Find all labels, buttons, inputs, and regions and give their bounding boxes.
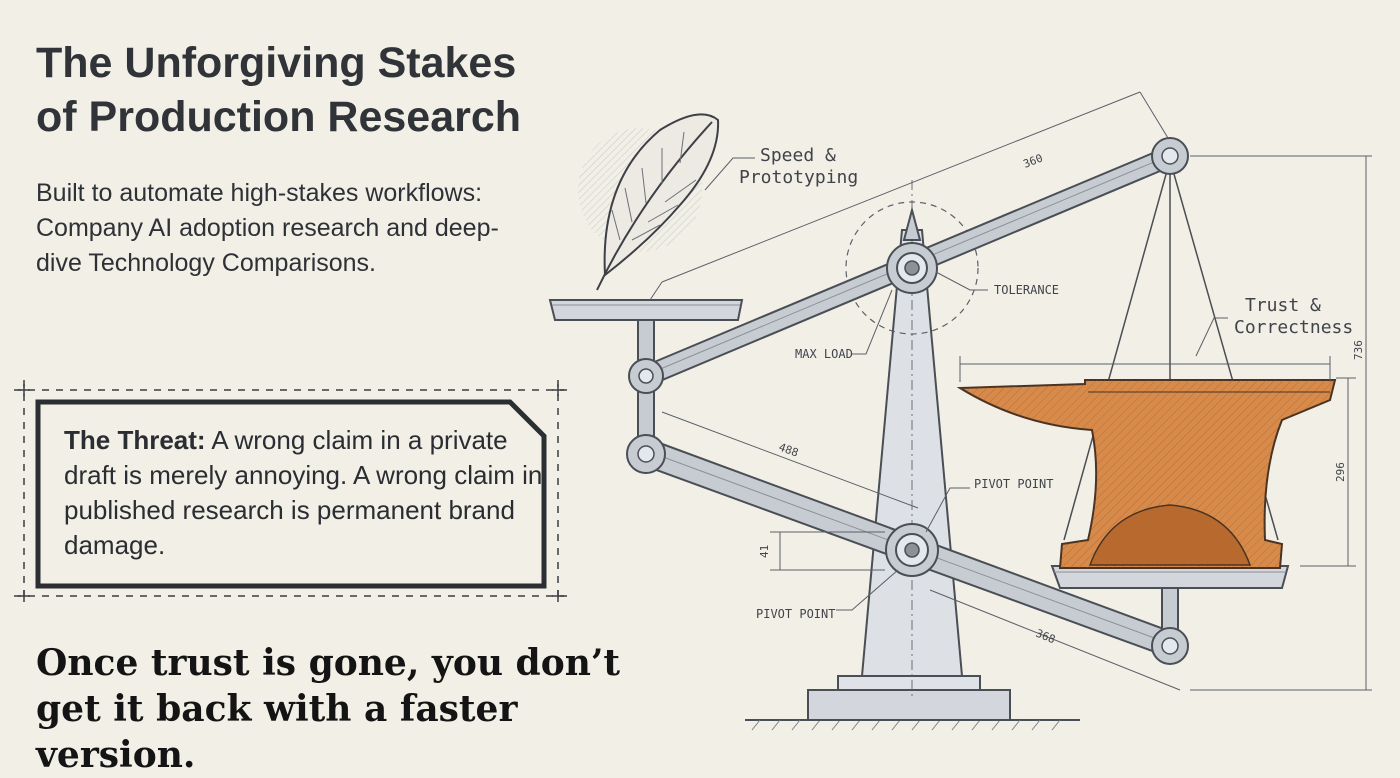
title-line-1: The Unforgiving Stakes [36, 39, 517, 87]
threat-callout-frame [14, 380, 570, 602]
page-title: The Unforgiving Stakes of Production Res… [36, 36, 576, 144]
tolerance-arc [845, 201, 979, 335]
title-line-2: of Production Research [36, 93, 522, 141]
threat-text: A wrong claim in a private draft is mere… [64, 425, 543, 560]
threat-statement: The Threat: A wrong claim in a private d… [64, 423, 544, 563]
dim-top-beam: 360 [1021, 152, 1044, 171]
max-load-label: MAX LOAD [795, 347, 853, 361]
tolerance-label: TOLERANCE [994, 283, 1059, 297]
ground-line [745, 719, 1080, 731]
threat-label: The Threat: [64, 425, 206, 455]
dim-anvil-height: 296 [1334, 462, 1347, 482]
scale-base [807, 675, 1011, 721]
dimension-lines [649, 91, 1372, 691]
anvil-label-line-2: Correctness [1234, 317, 1353, 338]
pillar-tip [902, 206, 922, 241]
dim-bottom-beam: 368 [1034, 627, 1057, 646]
dim-lower-arm: 488 [777, 441, 800, 460]
feather-label-line-2: Prototyping [739, 167, 858, 188]
subtitle: Built to automate high-stakes workflows:… [36, 179, 499, 277]
closing-line-1: Once trust is gone, you don’t [36, 642, 621, 684]
balance-scale-diagram: Speed & Prototyping Trust & Correctness … [548, 91, 1372, 731]
leader-lines [704, 157, 1228, 611]
dim-vertical-total: 736 [1352, 340, 1365, 360]
closing-line-2: get it back with a faster version. [36, 688, 518, 776]
anvil-label-line-1: Trust & [1245, 295, 1321, 316]
pivot-label-upper: PIVOT POINT [974, 477, 1053, 491]
feather-icon [578, 113, 720, 291]
anvil [956, 379, 1337, 569]
pivot-joints [626, 137, 1189, 665]
dim-offset: 41 [758, 545, 771, 558]
feather-label-line-1: Speed & [760, 145, 836, 166]
pivot-label-lower: PIVOT POINT [756, 607, 835, 621]
